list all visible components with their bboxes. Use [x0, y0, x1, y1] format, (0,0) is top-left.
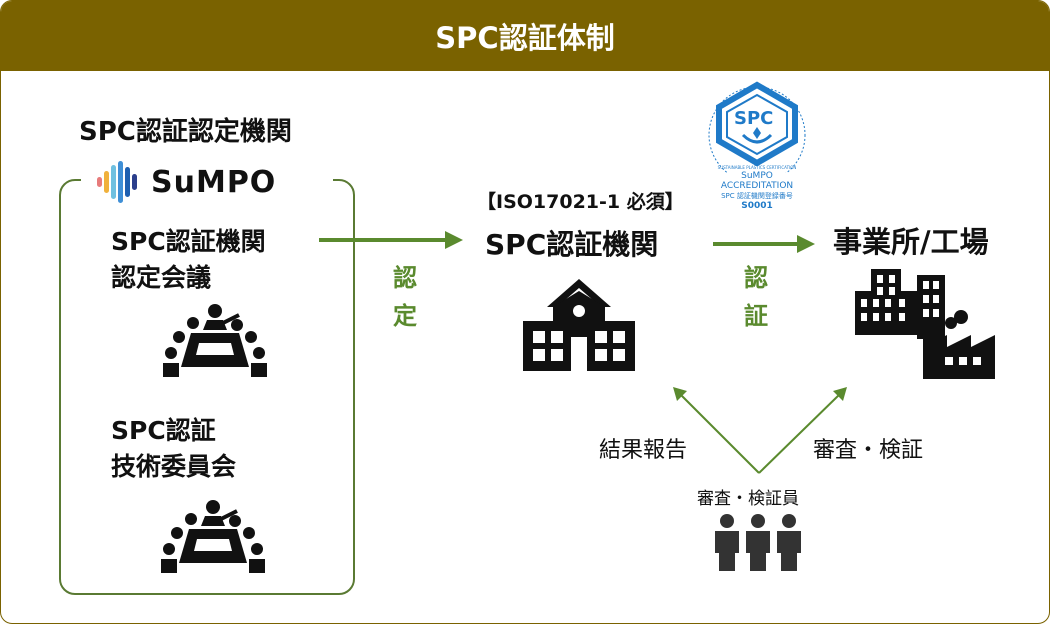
factory-title: 事業所/工場 [833, 225, 989, 259]
sumpo-logo: SuMPO [97, 161, 276, 203]
accreditation-arrow [319, 231, 463, 249]
page-title: SPC認証体制 [1, 1, 1049, 71]
certification-body-title: SPC認証機関 [485, 228, 659, 261]
spc-badge-line1: SuMPO [741, 171, 773, 181]
sumpo-logo-mark [97, 161, 137, 203]
audit-flow-arrows [673, 387, 847, 474]
committee-technical-label: SPC認証 技術委員会 [111, 416, 237, 481]
accreditation-arrow-label: 認 定 [393, 264, 417, 330]
spc-badge-line2: ACCREDITATION [720, 181, 794, 191]
spc-badge-line3: SPC 認証機関登録番号 [721, 192, 793, 200]
accreditation-body-title: SPC認証認定機関 [79, 117, 292, 147]
certification-arrow-label: 認 証 [744, 264, 768, 330]
spc-badge-line4: S0001 [741, 201, 773, 211]
auditors-label: 審査・検証員 [697, 489, 799, 509]
result-report-label: 結果報告 [599, 438, 688, 463]
sumpo-logo-text: SuMPO [151, 164, 277, 200]
meeting-icon [161, 500, 265, 573]
committee-accreditation-label: SPC認証機関 認定会議 [111, 227, 266, 292]
spc-badge-ring-text: SUSTAINABLE PLASTICS CERTIFICATION [717, 165, 797, 170]
factory-icon [855, 269, 995, 379]
school-building-icon [523, 279, 635, 371]
spc-certification-badge: SPC SUSTAINABLE PLASTICS CERTIFICATION S… [703, 81, 811, 213]
spc-badge-emblem [708, 81, 806, 184]
auditors-people-icon [715, 514, 801, 571]
spc-badge-mark: SPC [734, 108, 774, 129]
audit-verification-label: 審査・検証 [813, 438, 924, 463]
iso-requirement-label: 【ISO17021-1 必須】 [477, 191, 684, 213]
meeting-icon [163, 304, 267, 377]
certification-arrow [713, 235, 815, 253]
